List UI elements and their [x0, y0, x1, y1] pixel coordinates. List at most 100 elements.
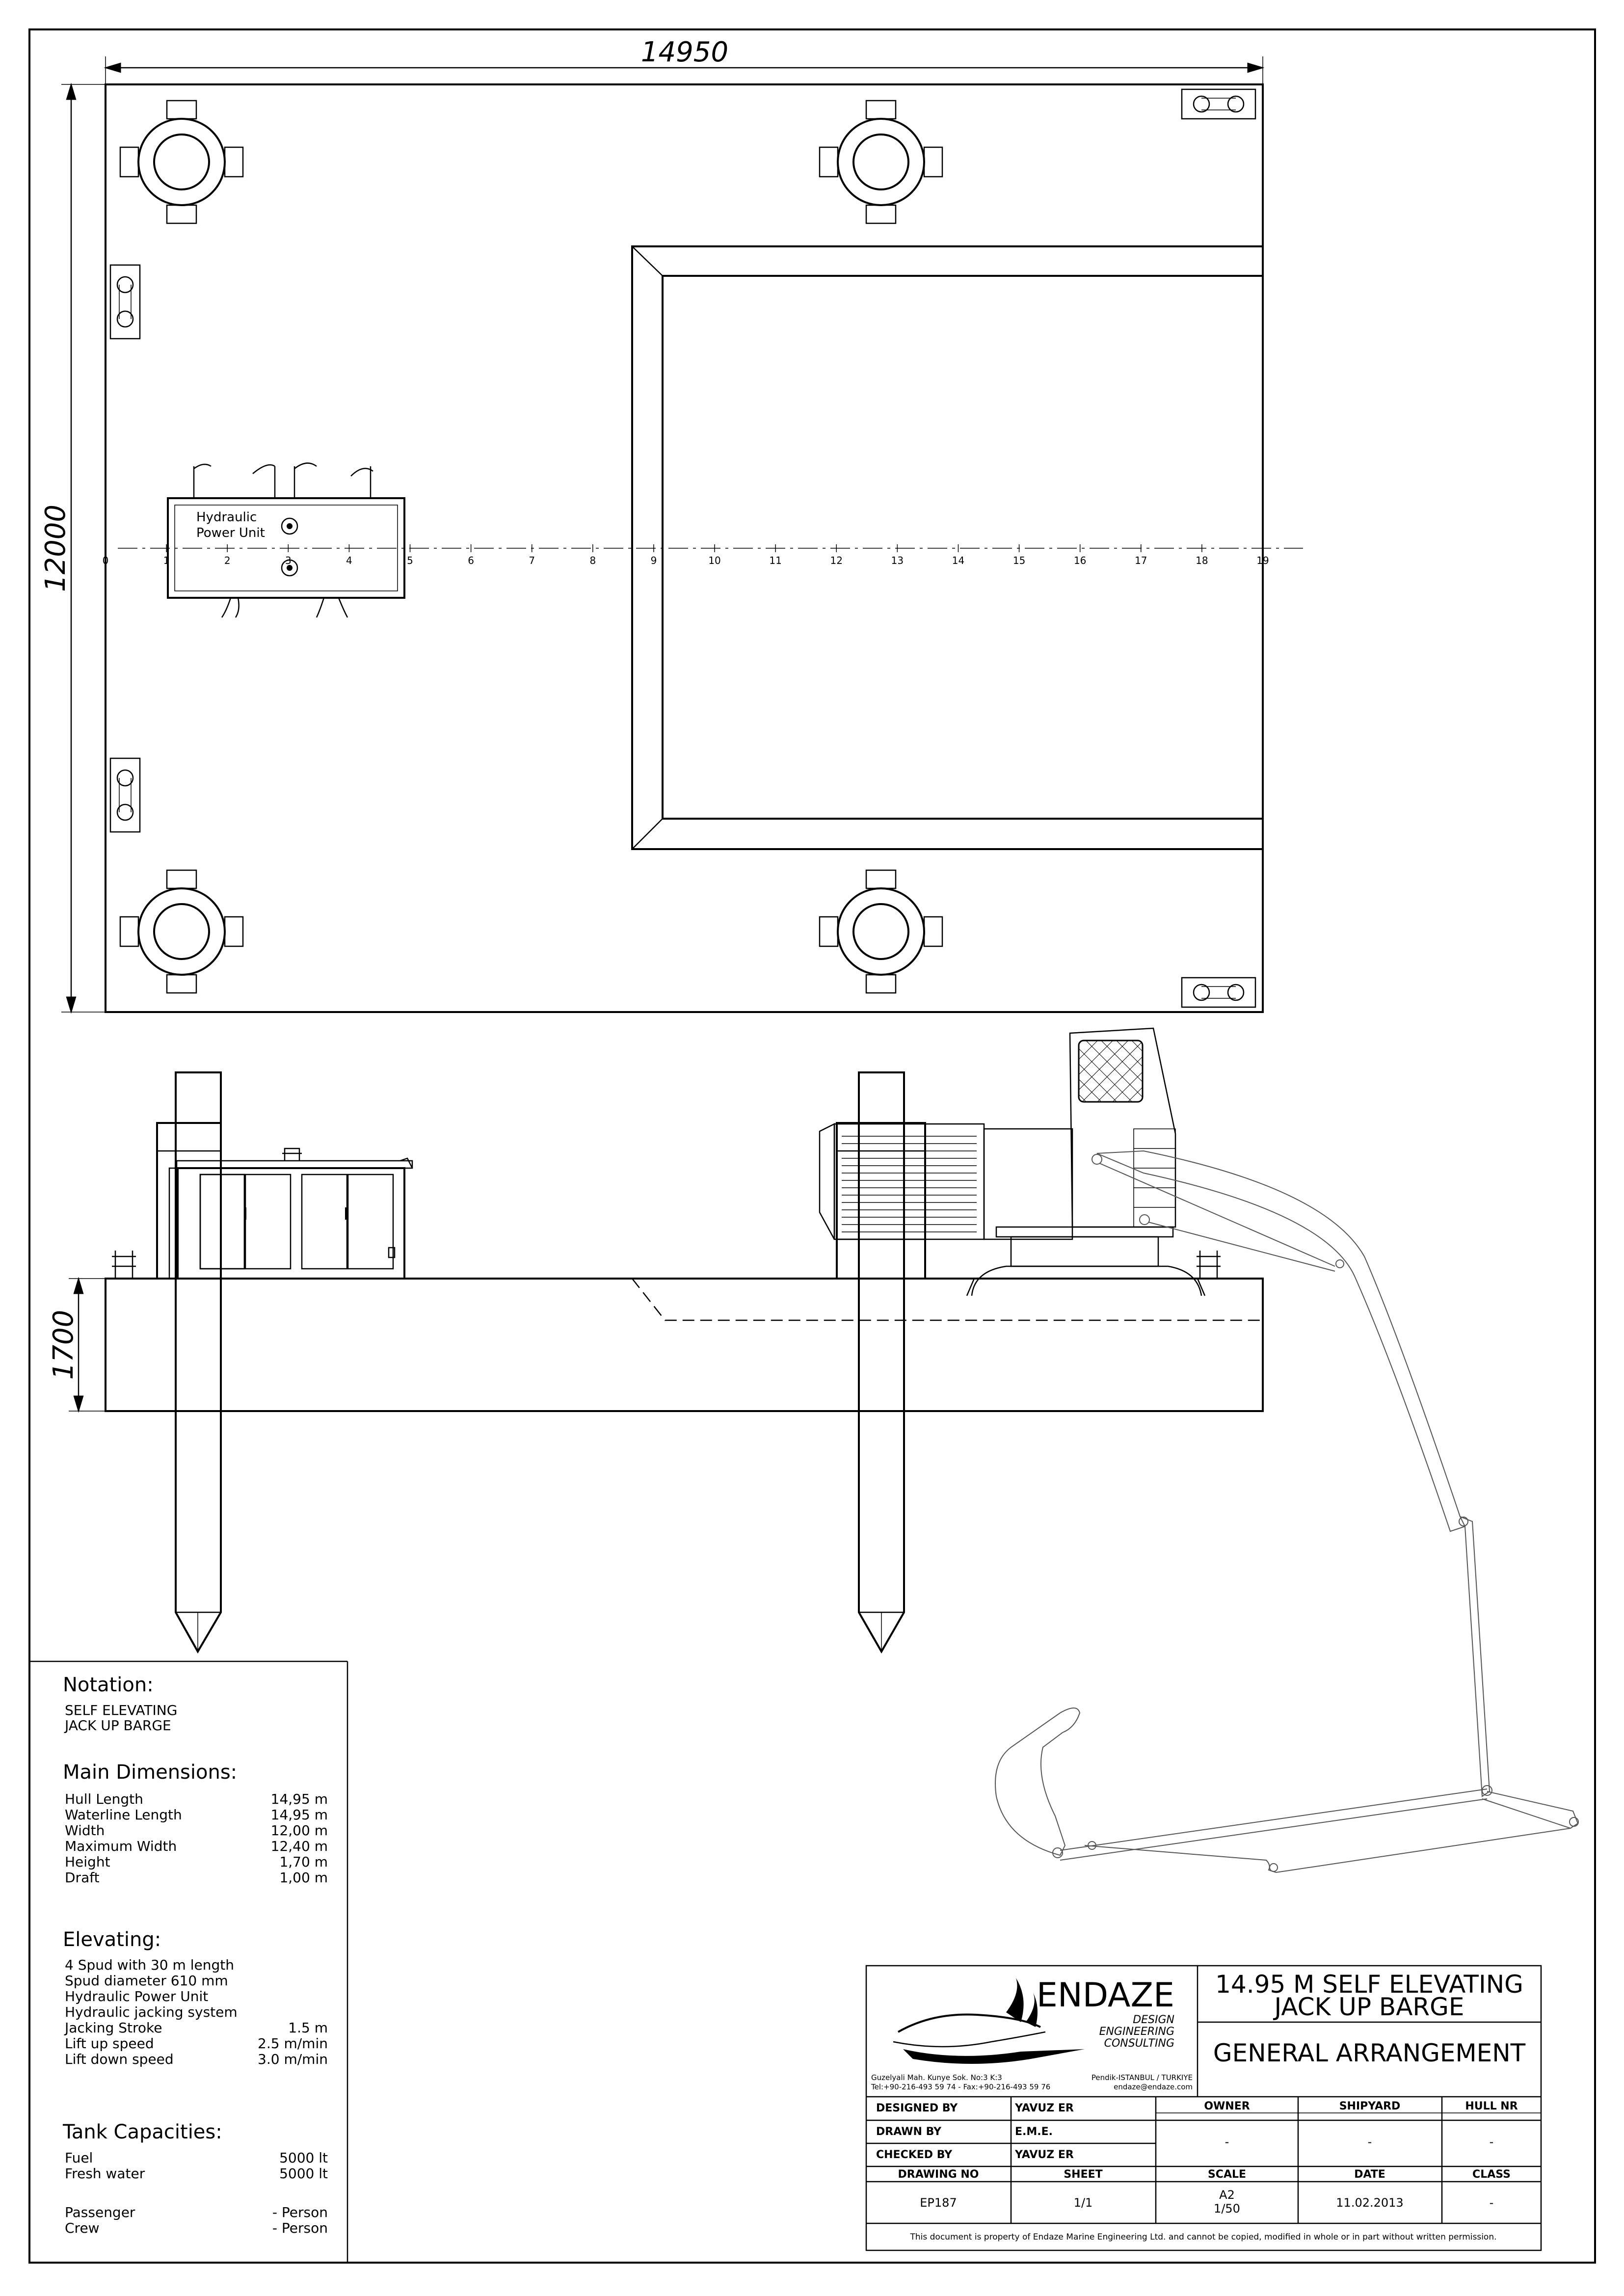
side-elevation: 1700 — [48, 1027, 1579, 1873]
scale-label: 11 — [769, 555, 781, 566]
elevating-line: 4 Spud with 30 m length — [65, 1957, 234, 1973]
row-label: Passenger — [65, 2204, 135, 2220]
tank-capacities-heading: Tank Capacities: — [62, 2121, 222, 2143]
drawing-no-value: EP187 — [920, 2196, 957, 2210]
row-value: 1.5 m — [288, 2020, 328, 2036]
designed-by-label: DESIGNED BY — [876, 2102, 958, 2114]
bollard-left-upper — [109, 264, 141, 340]
scale-label: 15 — [1013, 555, 1025, 566]
deck-bollard-right — [1197, 1251, 1221, 1279]
scale-label: 17 — [1135, 555, 1147, 566]
row-value: - Person — [272, 2220, 328, 2236]
row-label: Height — [65, 1854, 110, 1870]
company-address-left-2: Tel:+90-216-493 59 74 - Fax:+90-216-493 … — [871, 2082, 1050, 2091]
row-value: 12,00 m — [271, 1822, 328, 1839]
excavator-stick — [1460, 1516, 1491, 1797]
depth-dimension-text: 1700 — [48, 1310, 80, 1380]
row-value: 5000 lt — [279, 2165, 328, 2182]
company-address-right-1: Pendik-ISTANBUL / TURKIYE — [1092, 2073, 1193, 2082]
row-value: 5000 lt — [279, 2150, 328, 2166]
scale-label: SCALE — [1208, 2168, 1246, 2181]
sheet-border — [28, 28, 1596, 2264]
bollard-right-top — [1181, 88, 1256, 120]
elevating-rows: Jacking Stroke 1.5 m Lift up speed 2.5 m/mi… — [64, 2020, 328, 2067]
scale-label: 2 — [224, 555, 231, 566]
cab-window — [1078, 1040, 1144, 1103]
row-label: Lift down speed — [65, 2051, 174, 2067]
row-label: Width — [65, 1822, 105, 1839]
class-value: - — [1490, 2196, 1494, 2210]
row-label: Fuel — [65, 2150, 93, 2166]
scale-value-1: A2 — [1219, 2188, 1235, 2202]
company-tagline-2: ENGINEERING — [1099, 2026, 1174, 2038]
row-label: Crew — [65, 2220, 100, 2236]
scale-label: 8 — [589, 555, 596, 566]
length-dimension-text: 14950 — [641, 36, 728, 68]
main-dimensions-heading: Main Dimensions: — [63, 1761, 237, 1784]
row-value: 12,40 m — [271, 1838, 328, 1854]
hull-nr-value: - — [1490, 2135, 1494, 2149]
scale-label: 6 — [468, 555, 474, 566]
row-label: Waterline Length — [65, 1807, 182, 1823]
notation-line: JACK UP BARGE — [64, 1717, 171, 1734]
scale-label: 5 — [407, 555, 413, 566]
spud-well-bottom-left — [119, 869, 244, 994]
company-tagline-3: CONSULTING — [1104, 2037, 1174, 2050]
row-label: Maximum Width — [65, 1838, 177, 1854]
owner-label: OWNER — [1204, 2100, 1250, 2112]
row-label: Draft — [65, 1869, 100, 1886]
engine-grille — [842, 1136, 977, 1232]
company-address-left-1: Guzelyali Mah. Kunye Sok. No:3 K:3 — [871, 2073, 1002, 2082]
scale-label: 13 — [891, 555, 904, 566]
checked-by-label: CHECKED BY — [876, 2149, 953, 2161]
hydraulic-power-unit-side — [168, 1148, 413, 1280]
scale-label: 0 — [103, 555, 109, 566]
notation-line: SELF ELEVATING — [65, 1702, 177, 1718]
checked-by-value: YAVUZ ER — [1014, 2149, 1074, 2161]
scale-label: 9 — [651, 555, 657, 566]
drawing-no-label: DRAWING NO — [898, 2168, 979, 2181]
drawn-by-value: E.M.E. — [1015, 2126, 1053, 2138]
plan-view: 14950 12000 — [40, 36, 1303, 1014]
row-value: 14,95 m — [271, 1791, 328, 1807]
drawn-by-label: DRAWN BY — [876, 2126, 942, 2138]
spud-right — [836, 1071, 926, 1654]
scale-label: 3 — [285, 555, 292, 566]
row-label: Lift up speed — [65, 2035, 154, 2052]
excavator-boom — [1096, 1150, 1466, 1532]
row-value: 2.5 m/min — [258, 2035, 328, 2052]
scale-value-2: 1/50 — [1214, 2202, 1240, 2216]
spud-well-top-right — [819, 100, 943, 224]
cargo-well — [631, 245, 1264, 850]
company-address-right-2: endaze@endaze.com — [1114, 2082, 1193, 2091]
notes-panel: Notation: SELF ELEVATING JACK UP BARGE M… — [29, 1660, 348, 2263]
scale-label: 19 — [1256, 555, 1269, 566]
shipyard-label: SHIPYARD — [1339, 2100, 1401, 2112]
project-title-line-1: 14.95 M SELF ELEVATING — [1215, 1970, 1523, 1999]
excavator-bucket — [995, 1708, 1081, 1856]
hpu-label-line-1: Hydraulic — [196, 510, 257, 525]
spud-well-top-left — [119, 100, 244, 224]
scale-label: 4 — [346, 555, 352, 566]
row-label: Jacking Stroke — [64, 2020, 162, 2036]
bollard-left-lower — [109, 757, 141, 833]
designed-by-value: YAVUZ ER — [1014, 2102, 1074, 2114]
hull-side — [105, 1278, 1264, 1412]
scale-label: 10 — [708, 555, 720, 566]
spud-well-bottom-right — [819, 869, 943, 994]
excavator — [819, 1027, 1579, 1873]
row-value: - Person — [272, 2204, 328, 2220]
sheet-value: 1/1 — [1074, 2196, 1093, 2210]
date-value: 11.02.2013 — [1336, 2196, 1403, 2210]
copyright-disclaimer: This document is property of Endaze Mari… — [910, 2232, 1497, 2242]
scale-label: 7 — [529, 555, 535, 566]
scale-label: 12 — [830, 555, 843, 566]
row-value: 1,70 m — [279, 1854, 328, 1870]
owner-value: - — [1225, 2135, 1229, 2149]
scale-label: 14 — [952, 555, 964, 566]
row-value: 14,95 m — [271, 1807, 328, 1823]
